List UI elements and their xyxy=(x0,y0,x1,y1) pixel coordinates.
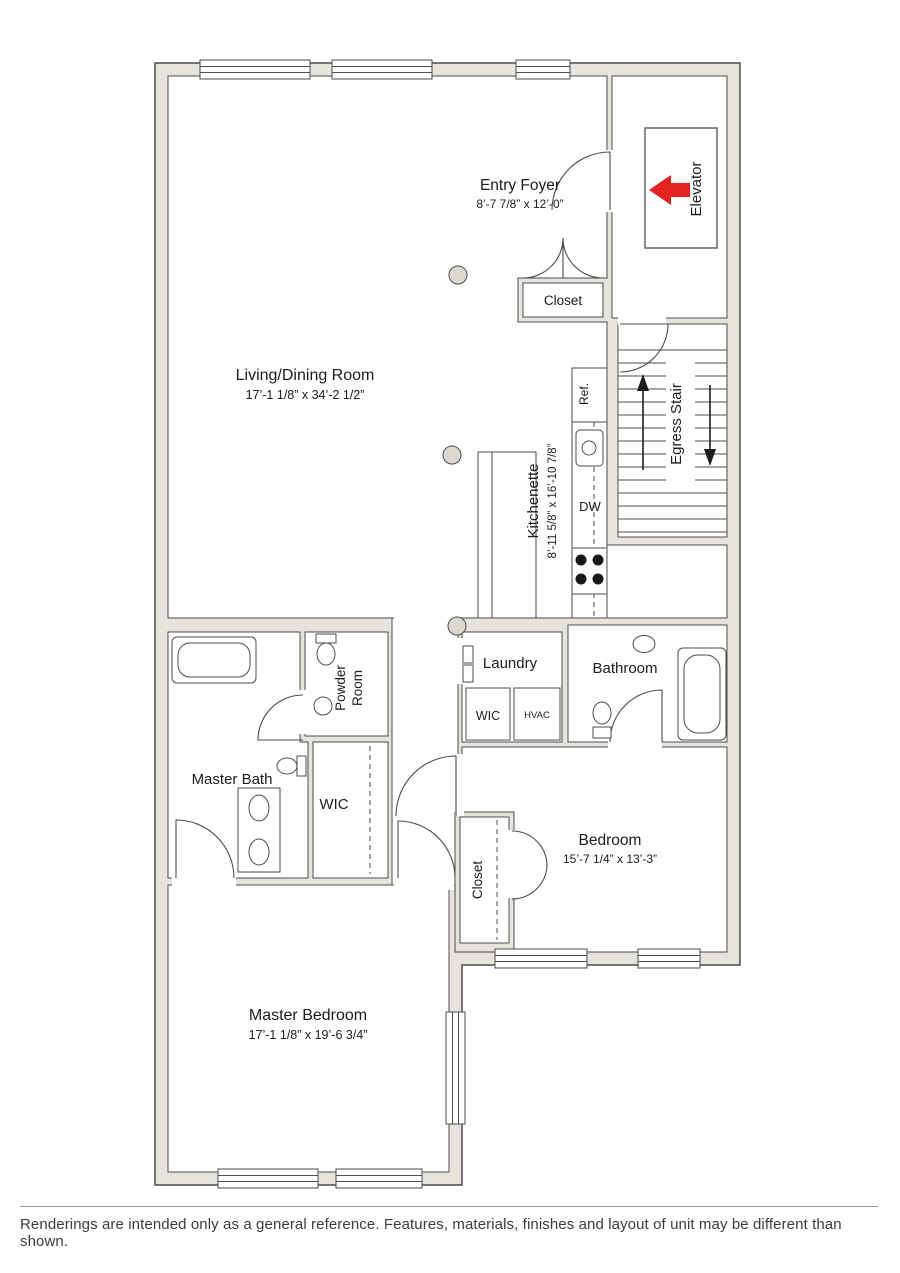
window xyxy=(199,59,701,1189)
label-kitchenette-dims: 8’-11 5/8” x 16’-10 7/8” xyxy=(547,443,559,558)
bedroom-closet-doors xyxy=(511,830,548,900)
stair-label-plate xyxy=(666,356,695,484)
label-wic-laundry: WIC xyxy=(476,709,500,723)
column xyxy=(447,616,467,636)
stair-detail xyxy=(618,349,727,533)
room-wic-master xyxy=(312,741,389,879)
label-dw: DW xyxy=(579,499,601,514)
label-living-dining: Living/Dining Room xyxy=(236,367,375,384)
labels: Entry Foyer 8’-7 7/8” x 12’-0” Elevator … xyxy=(192,161,705,1042)
cooktop-icon xyxy=(571,547,608,595)
bathroom-tub-icon xyxy=(677,647,727,741)
label-egress-stair: Egress Stair xyxy=(668,383,685,465)
kitchen-fixtures xyxy=(477,367,608,619)
elevator-arrow-icon xyxy=(649,175,690,205)
stair-door xyxy=(619,323,669,373)
structural-columns xyxy=(442,265,468,636)
label-master-bedroom-dims: 17’-1 1/8” x 19’-6 3/4” xyxy=(249,1028,368,1042)
column xyxy=(448,265,468,285)
powder-door xyxy=(257,694,304,741)
label-living-dining-dims: 17’-1 1/8” x 34’-2 1/2” xyxy=(246,388,365,402)
room-hvac xyxy=(513,687,561,741)
bathroom-fixtures xyxy=(592,635,727,741)
label-closet-bedroom: Closet xyxy=(470,861,485,900)
master-tub-icon xyxy=(171,636,257,684)
master-bath-fixtures xyxy=(171,633,337,873)
label-bathroom: Bathroom xyxy=(592,660,657,677)
label-laundry: Laundry xyxy=(483,655,538,672)
stair-down-arrow-icon xyxy=(704,385,716,466)
room-hall xyxy=(391,617,459,886)
double-vanity-icon xyxy=(237,787,281,873)
wall-openings xyxy=(172,150,666,898)
label-kitchenette: Kitchenette xyxy=(525,463,542,538)
label-entry-foyer: Entry Foyer xyxy=(480,177,560,194)
label-wic-master: WIC xyxy=(319,796,348,813)
label-bedroom-dims: 15’-7 1/4” x 13’-3” xyxy=(563,852,657,866)
room-closet-foyer xyxy=(522,282,604,318)
closet-rods xyxy=(369,746,498,940)
entry-door xyxy=(551,151,611,211)
label-master-bedroom: Master Bedroom xyxy=(249,1007,367,1024)
bathroom-toilet-icon xyxy=(592,701,612,739)
column xyxy=(442,445,462,465)
disclaimer-text: Renderings are intended only as a genera… xyxy=(20,1216,842,1250)
label-elevator: Elevator xyxy=(688,161,705,216)
disclaimer-footer: Renderings are intended only as a genera… xyxy=(20,1206,878,1250)
bedroom-door xyxy=(395,755,457,817)
kitchen-peninsula xyxy=(477,451,537,619)
label-master-bath: Master Bath xyxy=(192,771,273,788)
master-bath-door xyxy=(175,819,235,879)
label-ref: Ref. xyxy=(577,383,591,405)
master-toilet-icon xyxy=(276,755,307,777)
windows xyxy=(199,59,701,1189)
label-entry-foyer-dims: 8’-7 7/8” x 12’-0” xyxy=(476,197,563,211)
bathroom-sink-icon xyxy=(632,635,656,653)
laundry-subclosets xyxy=(465,687,561,741)
foyer-closet-doors xyxy=(522,237,604,279)
master-bedroom-door xyxy=(397,820,456,879)
powder-sink-icon xyxy=(313,696,333,716)
room-wic-laundry xyxy=(465,687,511,741)
label-closet-foyer: Closet xyxy=(544,293,583,308)
powder-toilet-icon xyxy=(315,633,337,666)
label-powder-line2: Room xyxy=(350,670,365,706)
refrigerator-icon xyxy=(571,367,608,423)
label-hvac: HVAC xyxy=(524,710,550,721)
laundry-machines-icon xyxy=(462,645,474,683)
stair-up-arrow-icon xyxy=(637,374,649,470)
label-bedroom: Bedroom xyxy=(579,832,642,849)
bedroom-closet-block xyxy=(454,811,515,953)
label-powder-line1: Powder xyxy=(333,665,348,711)
